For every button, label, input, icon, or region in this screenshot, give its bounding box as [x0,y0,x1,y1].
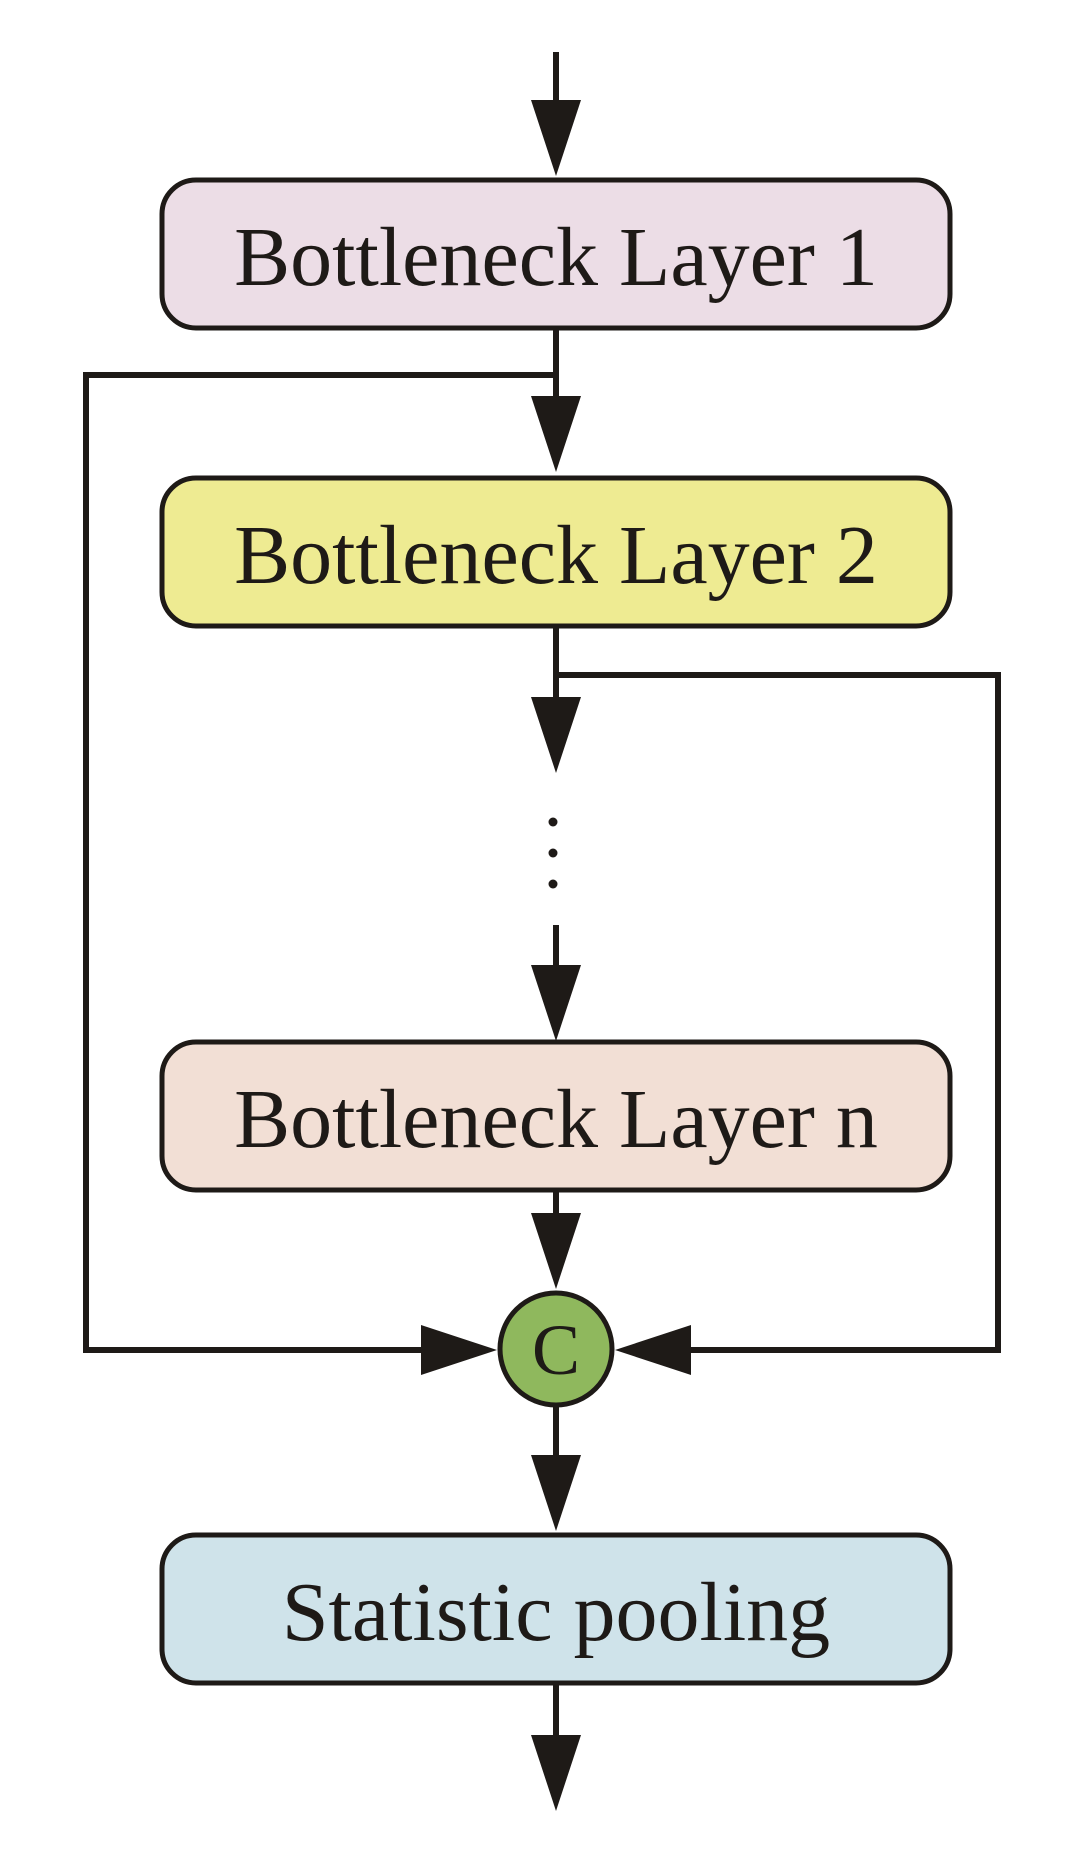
connections [83,52,1001,1760]
concat-circle [497,1290,615,1408]
arrowhead-down-concat [531,1213,581,1289]
node-box [159,177,953,331]
arrowhead-down-ellipsis [531,697,581,773]
arrowhead-down-input [531,100,581,176]
arrowhead-right-concat [421,1325,497,1375]
concat-label: C [532,1310,580,1390]
arrowhead-down-layer2 [531,396,581,472]
node-label: Statistic pooling [282,1566,830,1659]
node-label: Bottleneck Layer 2 [234,509,878,602]
arrowhead-left-concat [615,1325,691,1375]
node-label: Bottleneck Layer 1 [234,211,878,304]
node-bottleneck-layer-1: Bottleneck Layer 1 [159,177,953,331]
arrowhead-down-output [531,1735,581,1811]
node-bottleneck-layer-n: Bottleneck Layer n [159,1039,953,1193]
vertical-ellipsis-icon [548,817,558,889]
node-label: Bottleneck Layer n [234,1073,878,1166]
node-box [159,475,953,629]
arrowheads [421,100,691,1811]
node-bottleneck-layer-2: Bottleneck Layer 2 [159,475,953,629]
arrowhead-down-pooling [531,1455,581,1531]
skip-left-line [83,372,556,1353]
node-statistic-pooling: Statistic pooling [159,1532,953,1686]
node-box [159,1039,953,1193]
node-box [159,1532,953,1686]
arrowhead-down-layern [531,965,581,1041]
concat-node: C [497,1290,615,1408]
skip-right-line [556,672,1001,1353]
